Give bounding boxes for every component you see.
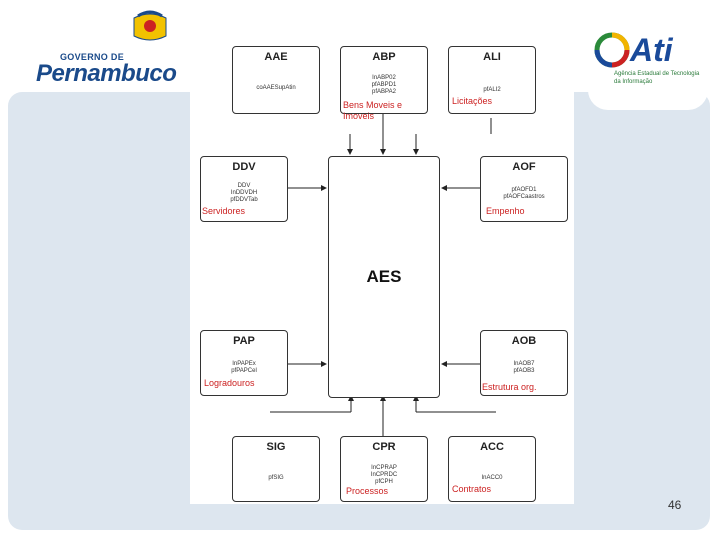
box-pap-code: InPAPEx pfPAPCel bbox=[231, 361, 257, 374]
connector-arrows bbox=[270, 112, 496, 436]
box-aof-code: pfAOFD1 pfAOFCaastros bbox=[503, 187, 545, 200]
box-acc: ACC InACC0 bbox=[448, 436, 536, 502]
box-ali: ALI pfALI2 bbox=[448, 46, 536, 114]
box-aof-title: AOF bbox=[512, 161, 536, 173]
box-acc-label: Contratos bbox=[452, 484, 492, 494]
governo-de-text: GOVERNO DE bbox=[60, 52, 125, 62]
box-pap: PAP InPAPEx pfPAPCel bbox=[200, 330, 288, 396]
box-aae-title: AAE bbox=[264, 51, 288, 63]
top-bar bbox=[0, 0, 720, 22]
system-diagram: AAE coAAESupAtin ABP InABP02 pfABPD1 pfA… bbox=[190, 38, 574, 504]
box-cpr-label: Processos bbox=[346, 486, 389, 496]
page-number: 46 bbox=[668, 498, 682, 512]
box-aes: AES bbox=[328, 156, 440, 398]
box-cpr-code: InCPRAP InCPRDC pfCPH bbox=[370, 465, 398, 485]
box-pap-title: PAP bbox=[233, 335, 255, 347]
box-sig: SIG pfSIG bbox=[232, 436, 320, 502]
governo-pernambuco-logo: GOVERNO DE Pernambuco bbox=[34, 10, 194, 87]
ati-emblem-icon bbox=[594, 32, 630, 68]
ati-name: Ati bbox=[630, 32, 673, 68]
box-abp: ABP InABP02 pfABPD1 pfABPA2 bbox=[340, 46, 428, 114]
box-ali-title: ALI bbox=[483, 51, 501, 63]
box-abp-code: InABP02 pfABPD1 pfABPA2 bbox=[371, 75, 397, 95]
box-aob-label: Estrutura org. bbox=[482, 382, 537, 392]
box-ddv-code: DDV InDDVDH pfDDVTab bbox=[230, 183, 258, 203]
box-ali-code: pfALI2 bbox=[483, 87, 501, 93]
box-aof: AOF pfAOFD1 pfAOFCaastros bbox=[480, 156, 568, 222]
box-aob-title: AOB bbox=[511, 335, 537, 347]
box-acc-code: InACC0 bbox=[481, 475, 503, 481]
box-sig-title: SIG bbox=[266, 441, 286, 453]
pernambuco-text: Pernambuco bbox=[36, 60, 177, 87]
box-ddv-label: Servidores bbox=[202, 206, 246, 216]
box-aae: AAE coAAESupAtin bbox=[232, 46, 320, 114]
box-aof-label: Empenho bbox=[486, 206, 525, 216]
ati-logo: Ati Agência Estadual de Tecnologia da In… bbox=[588, 10, 708, 110]
box-ddv-title: DDV bbox=[232, 161, 256, 173]
box-abp-label: Bens Moveis e Imoveis bbox=[343, 100, 403, 121]
box-ali-label: Licitações bbox=[452, 96, 493, 106]
aes-title: AES bbox=[366, 267, 402, 286]
box-cpr: CPR InCPRAP InCPRDC pfCPH bbox=[340, 436, 428, 502]
box-pap-label: Logradouros bbox=[204, 378, 255, 388]
box-sig-code: pfSIG bbox=[268, 475, 284, 481]
box-aae-code: coAAESupAtin bbox=[256, 85, 296, 91]
box-ddv: DDV DDV InDDVDH pfDDVTab bbox=[200, 156, 288, 222]
pernambuco-flag-icon bbox=[133, 10, 167, 41]
box-aob-code: InAOB7 pfAOB3 bbox=[513, 361, 535, 374]
ati-subtitle: Agência Estadual de Tecnologia da Inform… bbox=[614, 71, 700, 85]
box-aob: AOB InAOB7 pfAOB3 bbox=[480, 330, 568, 396]
box-acc-title: ACC bbox=[480, 441, 504, 453]
box-abp-title: ABP bbox=[372, 51, 396, 63]
box-cpr-title: CPR bbox=[372, 441, 396, 453]
